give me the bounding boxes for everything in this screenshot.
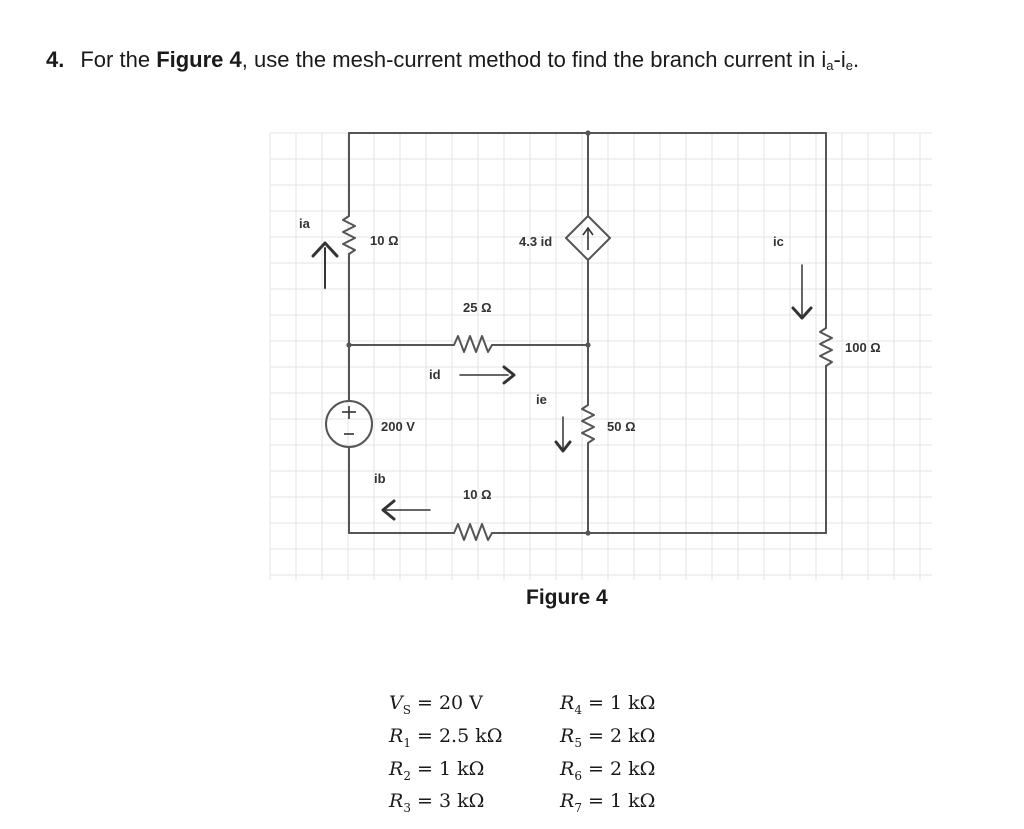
label-id: id: [429, 367, 441, 382]
subscript-a: a: [826, 58, 834, 73]
arrow-ie-head-icon: [554, 440, 572, 453]
given-equals: =: [410, 757, 439, 780]
subscript-e: e: [845, 58, 853, 73]
problem-number: 4.: [46, 47, 65, 72]
given-symbol: R: [560, 790, 575, 813]
arrow-up-icon-head: [582, 226, 594, 236]
current-arrows: [311, 241, 813, 521]
given-value: 1 kΩ: [609, 692, 656, 714]
circuit-wires: [325, 132, 833, 541]
circuit-nodes: [346, 130, 591, 536]
label-10-ohm-bottom: 10 Ω: [463, 487, 492, 502]
given-symbol: R: [560, 724, 575, 747]
arrow-id-head-icon: [502, 365, 516, 385]
resistor-10-ohm-top: [342, 215, 356, 255]
given-symbol: R: [389, 790, 404, 813]
resistor-10-ohm-bottom: [453, 523, 493, 541]
problem-statement: 4. For the Figure 4, use the mesh-current…: [46, 47, 859, 73]
figure-reference: Figure 4: [156, 47, 242, 72]
problem-period: .: [852, 47, 860, 72]
given-row: R3 = 3 kΩ: [389, 788, 502, 821]
given-row: R5 = 2 kΩ: [560, 723, 655, 756]
node-mid-left: [346, 342, 352, 348]
problem-text-after: , use the mesh-current method to find th…: [241, 47, 827, 72]
source-markings: [342, 226, 594, 435]
given-row: VS = 20 V: [389, 690, 502, 723]
given-value: 1 kΩ: [609, 790, 656, 813]
label-200v: 200 V: [381, 419, 415, 434]
label-ie: ie: [536, 392, 547, 407]
problem-dash: -i: [833, 47, 846, 72]
given-subscript: 4: [574, 702, 582, 717]
figure-caption: Figure 4: [526, 586, 608, 609]
given-value: 2 kΩ: [609, 724, 656, 747]
given-equals: =: [581, 692, 610, 714]
given-symbol: R: [389, 724, 404, 747]
given-subscript: 2: [403, 768, 411, 783]
given-subscript: 6: [574, 768, 582, 783]
arrow-ic-head-icon: [791, 306, 813, 320]
arrow-ia-head-icon: [311, 241, 339, 258]
node-top-center: [585, 130, 591, 136]
arrow-ib-head-icon: [381, 499, 396, 521]
node-mid-center: [585, 342, 591, 348]
label-100-ohm: 100 Ω: [845, 340, 881, 355]
given-equals: =: [581, 757, 610, 780]
given-row: R4 = 1 kΩ: [560, 690, 655, 723]
label-ic: ic: [773, 234, 784, 249]
given-value: 3 kΩ: [438, 790, 485, 813]
given-value: 1 kΩ: [438, 757, 485, 780]
resistor-50-ohm: [581, 404, 595, 444]
given-row: R2 = 1 kΩ: [389, 756, 502, 789]
background-grid: [269, 132, 932, 580]
given-row: R1 = 2.5 kΩ: [389, 723, 502, 756]
label-10-ohm-top: 10 Ω: [370, 233, 399, 248]
given-equals: =: [410, 692, 439, 714]
given-symbol: R: [389, 757, 404, 780]
label-50-ohm: 50 Ω: [607, 419, 636, 434]
node-bottom-center: [585, 530, 591, 536]
given-subscript: S: [402, 702, 411, 717]
given-equals: =: [581, 790, 610, 813]
given-value: 2 kΩ: [609, 757, 656, 780]
problem-text-before: For the: [80, 47, 151, 72]
given-row: R6 = 2 kΩ: [560, 756, 655, 789]
given-value: 20 V: [438, 692, 483, 714]
given-subscript: 3: [403, 801, 411, 816]
given-subscript: 7: [574, 801, 582, 816]
given-symbol: V: [389, 692, 403, 714]
label-ia: ia: [299, 216, 311, 231]
given-equals: =: [410, 724, 439, 747]
label-ib: ib: [374, 471, 386, 486]
resistor-25-ohm: [453, 335, 493, 353]
given-value: 2.5 kΩ: [438, 724, 503, 747]
given-equals: =: [581, 724, 610, 747]
resistor-100-ohm: [819, 327, 833, 367]
given-symbol: R: [560, 692, 575, 714]
label-25-ohm: 25 Ω: [463, 300, 492, 315]
given-subscript: 5: [574, 735, 582, 750]
given-equals: =: [410, 790, 439, 813]
given-row: R7 = 1 kΩ: [560, 788, 655, 821]
given-subscript: 1: [403, 735, 411, 750]
label-dependent-source: 4.3 id: [519, 234, 552, 249]
given-symbol: R: [560, 757, 575, 780]
